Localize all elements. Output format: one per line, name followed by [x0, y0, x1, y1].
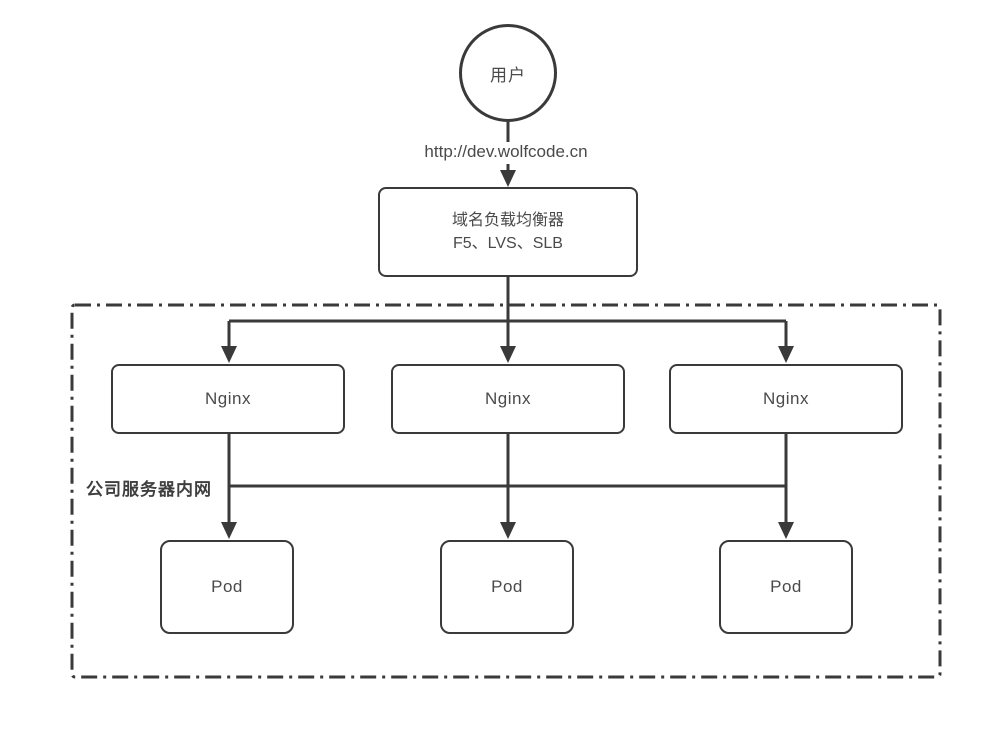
nginx-node-1: Nginx — [111, 364, 345, 434]
load-balancer-node: 域名负载均衡器 F5、LVS、SLB — [378, 187, 638, 277]
nginx-node-2: Nginx — [391, 364, 625, 434]
pod-node-label: Pod — [211, 577, 243, 596]
pod-node-label: Pod — [491, 577, 523, 596]
arrowhead-into-nginx-1 — [221, 346, 237, 363]
pod-node-label: Pod — [770, 577, 802, 596]
arrowhead-into-nginx-3 — [778, 346, 794, 363]
nginx-node-label: Nginx — [205, 389, 251, 408]
pod-node-3: Pod — [719, 540, 853, 634]
nginx-node-label: Nginx — [485, 389, 531, 408]
nginx-node-3: Nginx — [669, 364, 903, 434]
arrowhead-into-lb — [500, 170, 516, 187]
user-node-label: 用户 — [490, 65, 526, 85]
arrowhead-into-pod-2 — [500, 522, 516, 539]
intranet-label: 公司服务器内网 — [86, 475, 212, 500]
user-node: 用户 — [459, 24, 557, 122]
load-balancer-title: 域名负载均衡器 — [451, 211, 564, 229]
intranet-boundary — [70, 303, 942, 679]
arrowhead-into-pod-1 — [221, 522, 237, 539]
request-url-label: http://dev.wolfcode.cn — [420, 142, 592, 162]
load-balancer-subtitle: F5、LVS、SLB — [453, 235, 563, 252]
arrowhead-into-nginx-2 — [500, 346, 516, 363]
arrowhead-into-pod-3 — [778, 522, 794, 539]
nginx-node-label: Nginx — [763, 389, 809, 408]
pod-node-1: Pod — [160, 540, 294, 634]
pod-node-2: Pod — [440, 540, 574, 634]
